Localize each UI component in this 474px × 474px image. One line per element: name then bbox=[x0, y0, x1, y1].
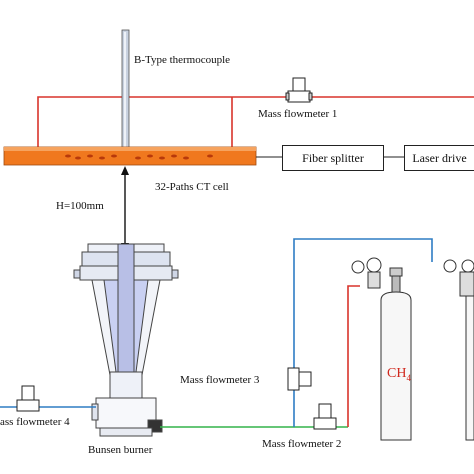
mass-flowmeter-3-icon bbox=[287, 367, 312, 391]
thermocouple-icon bbox=[121, 29, 130, 159]
laser-driver-box: Laser drive bbox=[404, 145, 474, 171]
height-label: H=100mm bbox=[56, 200, 104, 212]
blue-gas-line-right bbox=[293, 238, 433, 427]
fiber-splitter-box: Fiber splitter bbox=[282, 145, 384, 171]
ch4-label: CH4 bbox=[387, 366, 411, 383]
thermocouple-label: B-Type thermocouple bbox=[134, 54, 231, 66]
mass-flowmeter-4-icon bbox=[16, 385, 40, 412]
red-gas-line-ch4 bbox=[347, 285, 360, 427]
height-arrow bbox=[121, 166, 129, 252]
ch4-main: CH bbox=[387, 366, 407, 381]
bunsen-burner-label: Bunsen burner bbox=[88, 444, 153, 456]
mass-flowmeter-2-icon bbox=[313, 403, 337, 430]
mass-flowmeter-3-label: Mass flowmeter 3 bbox=[180, 374, 260, 386]
mass-flowmeter-1-label: Mass flowmeter 1 bbox=[258, 108, 338, 120]
ch4-cylinder-icon bbox=[351, 257, 412, 441]
mass-flowmeter-2-label: Mass flowmeter 2 bbox=[262, 438, 342, 450]
mass-flowmeter-4-label: ass flowmeter 4 bbox=[0, 416, 70, 428]
ct-cell-icon bbox=[3, 146, 257, 166]
ch4-subscript: 4 bbox=[406, 372, 411, 383]
bunsen-burner-icon bbox=[73, 243, 179, 437]
ct-cell-label: 32-Paths CT cell bbox=[155, 181, 229, 193]
red-gas-line bbox=[37, 96, 474, 150]
mass-flowmeter-1-icon bbox=[285, 77, 313, 103]
second-cylinder-icon bbox=[443, 259, 474, 441]
